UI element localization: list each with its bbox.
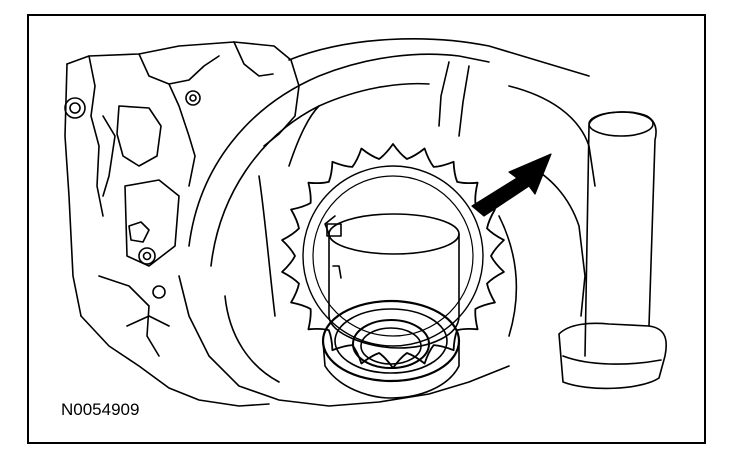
- figure-frame: N0054909: [27, 14, 706, 444]
- timing-cover: [178, 38, 596, 407]
- engine-block-outline: [64, 41, 300, 407]
- coolant-pipe: [558, 111, 667, 390]
- crankshaft-nose: [321, 299, 461, 399]
- figure-id-label: N0054909: [59, 400, 142, 420]
- arrow-indicator: [471, 153, 552, 217]
- crankshaft-hub: [324, 213, 460, 349]
- engine-front-illustration: [64, 38, 667, 407]
- crankshaft-sprocket: [281, 143, 505, 369]
- keyway-slot: [326, 223, 342, 237]
- sprocket-teeth: [281, 143, 505, 369]
